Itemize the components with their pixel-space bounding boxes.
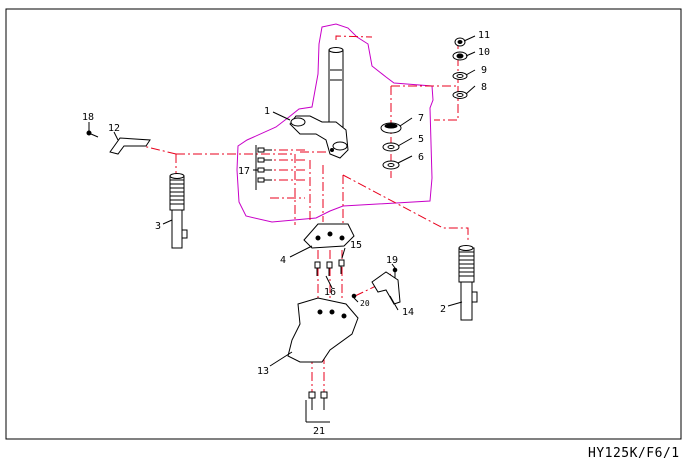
bolt-set-17: [255, 145, 272, 190]
callout-6: 6: [418, 152, 424, 163]
callout-5: 5: [418, 134, 424, 145]
callout-15: 15: [350, 240, 362, 251]
front-cover-13: [287, 297, 359, 363]
callout-11: 11: [478, 30, 490, 41]
nut-stack: [452, 37, 468, 99]
fork-leg-left: [169, 173, 188, 249]
callout-3: 3: [155, 221, 161, 232]
callout-13: 13: [257, 366, 269, 377]
screws-16: [314, 259, 345, 276]
bearing-stack: [380, 122, 402, 170]
callout-labels: 1 2 3 4 5 6 7 8 9 10 11 12 13 14 15 16 1…: [82, 30, 490, 437]
screws-21: [305, 391, 330, 423]
callout-12: 12: [108, 123, 120, 134]
steering-stem-part: [289, 47, 349, 159]
bracket-14: [351, 267, 401, 305]
fork-leg-right: [458, 245, 478, 321]
callout-19: 19: [386, 255, 398, 266]
callout-9: 9: [481, 65, 487, 76]
callout-18: 18: [82, 112, 94, 123]
callout-7: 7: [418, 113, 424, 124]
callout-17: 17: [238, 166, 250, 177]
callout-8: 8: [481, 82, 487, 93]
steering-assembly-outline: [236, 23, 434, 223]
diagram-code: HY125K/F6/1: [588, 446, 680, 461]
diagram-border: [5, 8, 682, 440]
callout-leaders: [88, 35, 476, 367]
callout-16: 16: [324, 287, 336, 298]
callout-1: 1: [264, 106, 270, 117]
callout-20: 20: [360, 299, 370, 308]
callout-21: 21: [313, 426, 325, 437]
callout-4: 4: [280, 255, 286, 266]
bracket-12: [86, 130, 151, 155]
callout-10: 10: [478, 47, 490, 58]
callout-2: 2: [440, 304, 446, 315]
callout-14: 14: [402, 307, 414, 318]
mounting-plate-4: [303, 223, 355, 249]
